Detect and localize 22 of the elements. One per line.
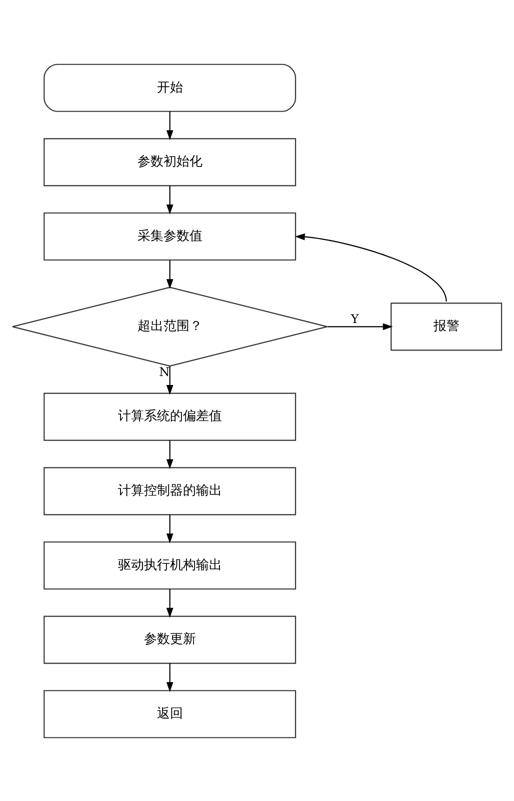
edge-label: Y [350, 312, 359, 326]
node-diamond: 超出范围？ [12, 286, 328, 366]
arrow [166, 366, 174, 394]
node-box: 参数更新 [44, 615, 296, 664]
arrow [166, 185, 174, 214]
node-box: 驱动执行机构输出 [44, 540, 296, 590]
arrow [166, 110, 174, 140]
node-box: 开始 [44, 63, 296, 112]
node-box: 计算系统的偏差值 [44, 392, 296, 440]
arrow [328, 322, 393, 330]
edge-label: N [159, 364, 170, 379]
arrow [166, 662, 174, 692]
arrow [166, 440, 174, 469]
node-box: 参数初始化 [44, 138, 296, 186]
node-box: 采集参数值 [44, 212, 296, 260]
node-box: 计算控制器的输出 [44, 466, 296, 515]
arrow [166, 260, 174, 288]
node-box: 返回 [44, 690, 296, 738]
arrow [166, 514, 174, 543]
node-box: 报警 [390, 302, 502, 350]
arrow [166, 588, 174, 618]
arrow [294, 232, 447, 302]
